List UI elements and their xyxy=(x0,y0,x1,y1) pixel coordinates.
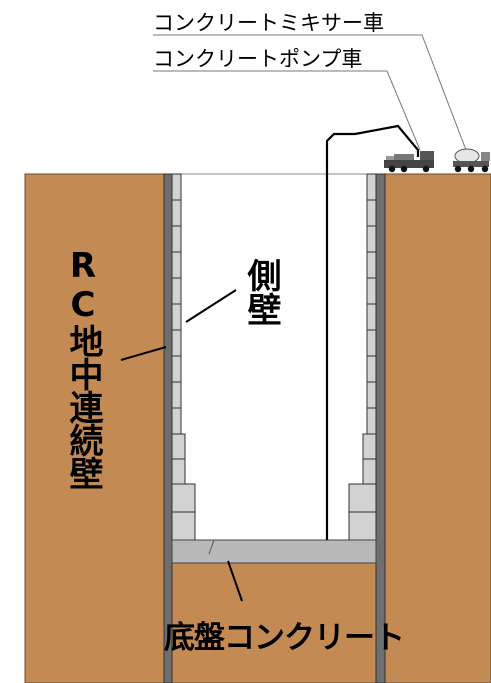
soil-left xyxy=(24,173,165,683)
side-wall-lift xyxy=(171,511,196,541)
side-wall-lift xyxy=(366,303,377,331)
rc-diaphragm-wall-right xyxy=(375,173,386,683)
mixer-truck-label: コンクリートミキサー車 xyxy=(153,11,384,35)
side-wall-lift xyxy=(366,199,377,227)
side-wall-lift xyxy=(348,483,377,513)
side-wall-lift xyxy=(366,251,377,279)
side-wall-left xyxy=(171,173,196,541)
side-wall-lift xyxy=(171,277,182,305)
side-wall-lift xyxy=(171,173,182,201)
side-wall-lift xyxy=(171,433,186,460)
soil-right xyxy=(384,173,491,683)
side-wall-lift xyxy=(366,381,377,409)
side-wall-lift xyxy=(366,225,377,253)
side-wall-lift xyxy=(171,225,182,253)
side-wall-lift xyxy=(348,511,377,541)
side-wall-lift xyxy=(171,483,196,513)
base-slab-hatch xyxy=(208,539,215,555)
side-wall-lift xyxy=(171,329,182,357)
side-wall-lift xyxy=(171,407,182,435)
side-wall-lift xyxy=(366,355,377,383)
base-slab xyxy=(171,539,377,564)
pump-pipe xyxy=(325,124,420,540)
side-wall-label: 側壁 xyxy=(241,258,281,326)
side-wall-lift xyxy=(366,277,377,305)
leader-rc-wall xyxy=(120,346,167,361)
leader-mixer xyxy=(153,34,467,151)
side-wall-lift xyxy=(366,173,377,201)
side-wall-lift xyxy=(171,381,182,409)
side-wall-lift xyxy=(171,303,182,331)
side-wall-lift xyxy=(171,355,182,383)
rc-wall-label: RC地中連続壁 xyxy=(63,246,103,489)
mixer-truck-icon xyxy=(453,148,490,173)
side-wall-lift xyxy=(171,251,182,279)
leader-base-slab xyxy=(227,560,243,602)
leader-side-wall xyxy=(185,289,237,323)
side-wall-lift xyxy=(362,458,377,485)
rc-diaphragm-wall-left xyxy=(163,173,173,683)
pump-truck-label: コンクリートポンプ車 xyxy=(153,47,363,71)
side-wall-lift xyxy=(171,458,186,485)
side-wall-lift xyxy=(362,433,377,460)
pump-truck-icon xyxy=(384,151,434,173)
side-wall-lift xyxy=(366,407,377,435)
side-wall-right xyxy=(348,173,377,541)
side-wall-lift xyxy=(171,199,182,227)
leader-pump xyxy=(153,70,421,151)
side-wall-lift xyxy=(366,329,377,357)
base-slab-label: 底盤コンクリート xyxy=(164,620,405,656)
